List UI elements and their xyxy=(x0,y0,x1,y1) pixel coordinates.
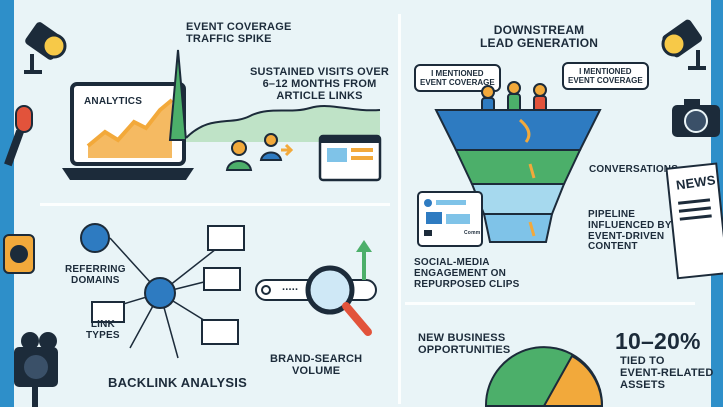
spotlight-icon-top-left xyxy=(24,22,67,74)
social-media-label: SOCIAL-MEDIA ENGAGEMENT ON REPURPOSED CL… xyxy=(414,257,520,290)
referring-domains-label: REFERRING DOMAINS xyxy=(65,264,126,286)
social-media-card xyxy=(417,191,483,247)
horizontal-divider-left xyxy=(40,203,390,206)
newspaper-icon xyxy=(666,162,723,280)
traffic-spike-label: EVENT COVERAGE TRAFFIC SPIKE xyxy=(186,21,292,45)
photo-camera-icon xyxy=(672,99,720,137)
horizontal-divider-right xyxy=(405,302,695,305)
backlink-network-diagram xyxy=(80,223,245,359)
video-camera-icon xyxy=(3,234,35,274)
users-clicking-illustration xyxy=(225,133,382,182)
left-side-strip xyxy=(0,0,14,407)
conversations-label: CONVERSATIONS xyxy=(589,164,679,175)
lead-generation-title: DOWNSTREAM LEAD GENERATION xyxy=(480,23,599,50)
new-business-title: NEW BUSINESS OPPORTUNITIES xyxy=(418,332,511,356)
lead-funnel xyxy=(434,81,602,243)
analytics-screen-label: ANALYTICS xyxy=(84,96,143,107)
business-pie-chart xyxy=(484,346,604,407)
film-camera-icon xyxy=(14,332,58,407)
search-bar-illustration xyxy=(255,240,377,336)
tied-assets-caption: TIED TO EVENT-RELATED ASSETS xyxy=(620,355,714,391)
pie-share-slice xyxy=(542,354,604,407)
traffic-spike-chart xyxy=(168,49,381,142)
vertical-divider xyxy=(398,14,401,404)
spotlight-icon-top-right xyxy=(661,19,706,70)
sustained-visits-label: SUSTAINED VISITS OVER 6–12 MONTHS FROM A… xyxy=(250,66,390,102)
speech-bubble-right: I MENTIONED EVENT COVERAGE xyxy=(562,62,649,91)
brand-search-label: BRAND-SEARCH VOLUME xyxy=(270,353,363,377)
percentage-value: 10–20% xyxy=(615,328,701,354)
pipeline-label: PIPELINE INFLUENCED BY EVENT-DRIVEN CONT… xyxy=(588,209,672,253)
link-types-label: LINK TYPES xyxy=(86,319,120,341)
backlink-analysis-title: BACKLINK ANALYSIS xyxy=(108,375,247,390)
search-dots: ..... xyxy=(282,281,299,293)
microphone-icon xyxy=(4,105,33,167)
social-card-text: Comm xyxy=(464,230,481,236)
